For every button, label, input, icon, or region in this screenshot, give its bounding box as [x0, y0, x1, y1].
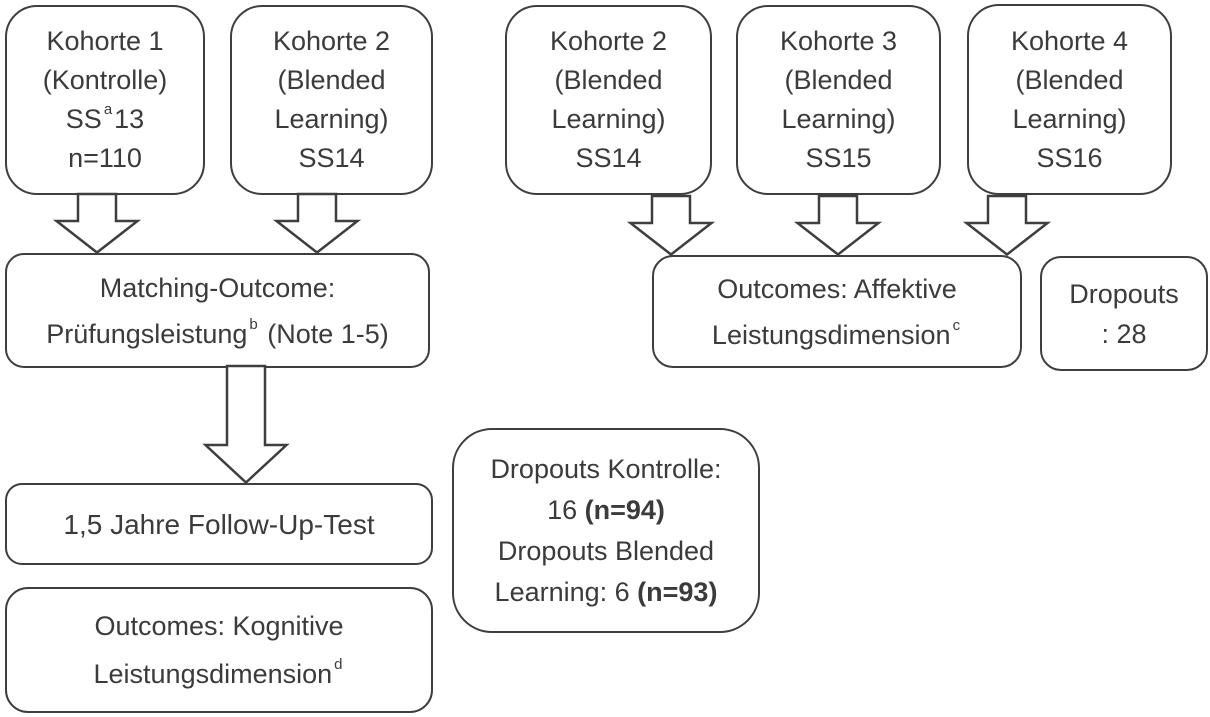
text-segment: 13 — [114, 104, 145, 134]
down-arrow-kohorte4 — [962, 194, 1052, 257]
box-line: Kohorte 4 — [1010, 25, 1129, 56]
text-segment-bold: (n=93) — [637, 576, 718, 607]
box-line: Kohorte 2 — [272, 26, 391, 56]
text-segment: 16 — [547, 494, 585, 525]
box-followup-test: 1,5 Jahre Follow-Up-Test — [5, 483, 433, 565]
down-arrow-kohorte3 — [793, 194, 883, 257]
box-line: Learning) — [781, 104, 896, 134]
text-segment: Leistungsdimension — [93, 659, 333, 689]
box-kohorte-2-right: Kohorte 2 (Blended Learning) SS14 — [505, 5, 712, 195]
down-arrow-kohorte2-left — [272, 192, 362, 255]
box-line: Kohorte 2 — [549, 26, 668, 56]
box-line: Dropouts Blended — [497, 535, 715, 566]
text-segment: Leistungsdimension — [711, 319, 951, 350]
down-arrow-long-followup — [202, 364, 290, 485]
box-line: (Blended — [784, 65, 893, 95]
box-dropouts-28: Dropouts : 28 — [1040, 256, 1208, 371]
text-segment: (Note 1-5) — [259, 318, 389, 349]
box-line: n=110 — [68, 143, 142, 173]
down-arrow-kohorte2-right — [626, 194, 716, 257]
box-line: (Blended — [277, 65, 386, 95]
box-dropouts-kontrolle-blended: Dropouts Kontrolle: 16 (n=94) Dropouts B… — [452, 428, 760, 633]
box-kohorte-2-left: Kohorte 2 (Blended Learning) SS14 — [230, 5, 433, 195]
text-segment: Learning: 6 — [494, 576, 638, 607]
box-line: Kohorte 3 — [779, 26, 898, 56]
text-segment: Prüfungsleistung — [46, 318, 248, 349]
box-line: Outcomes: Affektive — [717, 273, 957, 304]
text-segment: SS — [65, 104, 102, 134]
box-line: 1,5 Jahre Follow-Up-Test — [63, 508, 375, 540]
down-arrow-kohorte1 — [52, 192, 142, 255]
box-line: SS16 — [1036, 142, 1103, 173]
box-line: SS14 — [575, 143, 642, 173]
box-line: (Blended — [554, 65, 663, 95]
box-line: SS14 — [298, 143, 365, 173]
box-line: Learning) — [1012, 103, 1127, 134]
box-line: Learning) — [274, 104, 389, 134]
box-line: Kohorte 1 — [46, 26, 164, 56]
box-line: Dropouts — [1069, 278, 1179, 309]
box-line: Learning) — [551, 104, 666, 134]
box-kohorte-4: Kohorte 4 (Blended Learning) SS16 — [967, 4, 1172, 195]
box-line: Matching-Outcome: — [99, 272, 336, 303]
box-line: (Blended — [1015, 64, 1124, 95]
box-line: Outcomes: Kognitive — [94, 611, 344, 641]
box-kohorte-3: Kohorte 3 (Blended Learning) SS15 — [736, 5, 941, 195]
box-line: SS15 — [805, 143, 872, 173]
box-line: : 28 — [1101, 318, 1147, 349]
box-line: Learning: 6 (n=93) — [495, 572, 718, 613]
text-segment-bold: (n=94) — [584, 494, 665, 525]
box-line: 16 (n=94) — [547, 490, 665, 531]
box-line: Dropouts Kontrolle: — [490, 453, 722, 484]
box-line: (Kontrolle) — [42, 65, 168, 95]
